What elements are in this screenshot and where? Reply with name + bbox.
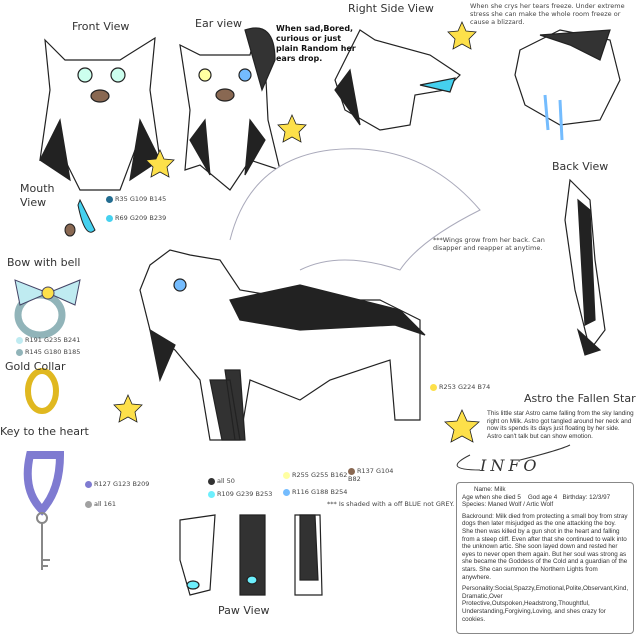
astro-star-icons — [113, 21, 480, 443]
swatch-dot — [283, 488, 290, 496]
bow-with-bell — [14, 279, 81, 339]
key-swatch-1: R127 G123 B209 — [85, 480, 149, 488]
swatch-dot — [85, 500, 92, 508]
ear-note: When sad,Bored, curious or just plain Ra… — [276, 24, 356, 63]
astro-title: Astro the Fallen Star — [524, 392, 636, 405]
info-signature: INFO — [480, 456, 541, 475]
crying-head — [514, 29, 621, 141]
star-swatch: R253 G224 B74 — [430, 383, 490, 391]
swatch-dot — [85, 480, 92, 488]
mouth-view — [64, 198, 96, 237]
info-species: Species: Maned Wolf / Artic Wolf — [462, 501, 554, 509]
swatch-dot — [106, 214, 113, 222]
back-view — [564, 178, 606, 356]
swatch-dot — [208, 490, 215, 498]
key-to-heart-label: Key to the heart — [0, 425, 89, 438]
info-ages: Age when she died 5 God age 4 Birthday: … — [462, 493, 611, 501]
info-box: Name: Milk Age when she died 5 God age 4… — [456, 482, 634, 634]
right-side-view-label: Right Side View — [348, 2, 434, 15]
full-body — [139, 249, 426, 441]
ear-view-label: Ear view — [195, 17, 243, 30]
wings — [229, 148, 481, 271]
body-swatch-2: R109 G239 B253 — [208, 490, 272, 498]
right-side-view-head — [334, 29, 461, 131]
swatch-dot — [283, 471, 290, 479]
wings-note: ***Wings grow from her back. Can disappe… — [433, 236, 545, 252]
bow-swatch-1: R191 G235 B241 — [16, 336, 80, 344]
back-view-label: Back View — [552, 160, 609, 173]
info-signature-swirl — [456, 444, 571, 471]
swatch-dot — [16, 336, 23, 344]
info-personality: Personality:Social,Spazzy,Emotional,Poli… — [462, 585, 629, 623]
bow-with-bell-label: Bow with bell — [7, 256, 81, 269]
swatch-dot — [106, 195, 113, 203]
swatch-dot — [208, 477, 215, 485]
paw-view — [179, 514, 323, 596]
gold-collar-ring — [25, 368, 59, 414]
info-name: Name: Milk — [474, 486, 506, 493]
bow-swatch-2: R145 G180 B185 — [16, 348, 80, 356]
swatch-dot — [348, 467, 355, 475]
paw-view-label: Paw View — [218, 604, 270, 617]
mouth-view-label: Mouth View — [20, 182, 55, 209]
swatch-dot — [16, 348, 23, 356]
gold-collar-label: Gold Collar — [5, 360, 66, 373]
info-backround: Backround: Milk died from protecting a s… — [462, 512, 628, 581]
body-swatch-1: all 50 — [208, 477, 235, 485]
body-swatch-5: R137 G104 B82 — [348, 467, 394, 483]
ear-view-head — [179, 27, 281, 191]
swatch-dot — [430, 383, 437, 391]
body-swatch-4: R116 G188 B254 — [283, 488, 347, 496]
tears-note: When she crys her tears freeze. Under ex… — [470, 2, 625, 26]
front-view-label: Front View — [72, 20, 130, 33]
body-swatch-3: R255 G255 B162 — [283, 471, 347, 479]
astro-description: This little star Astro came falling from… — [487, 410, 634, 440]
shading-note: *** Is shaded with a off BLUE not GREY. — [327, 500, 455, 508]
key-swatch-2: all 161 — [85, 500, 116, 508]
front-view-head — [39, 36, 161, 191]
key-to-heart — [23, 451, 65, 570]
mouth-swatch-2: R69 G209 B239 — [106, 214, 166, 222]
mouth-swatch-1: R35 G109 B145 — [106, 195, 166, 203]
